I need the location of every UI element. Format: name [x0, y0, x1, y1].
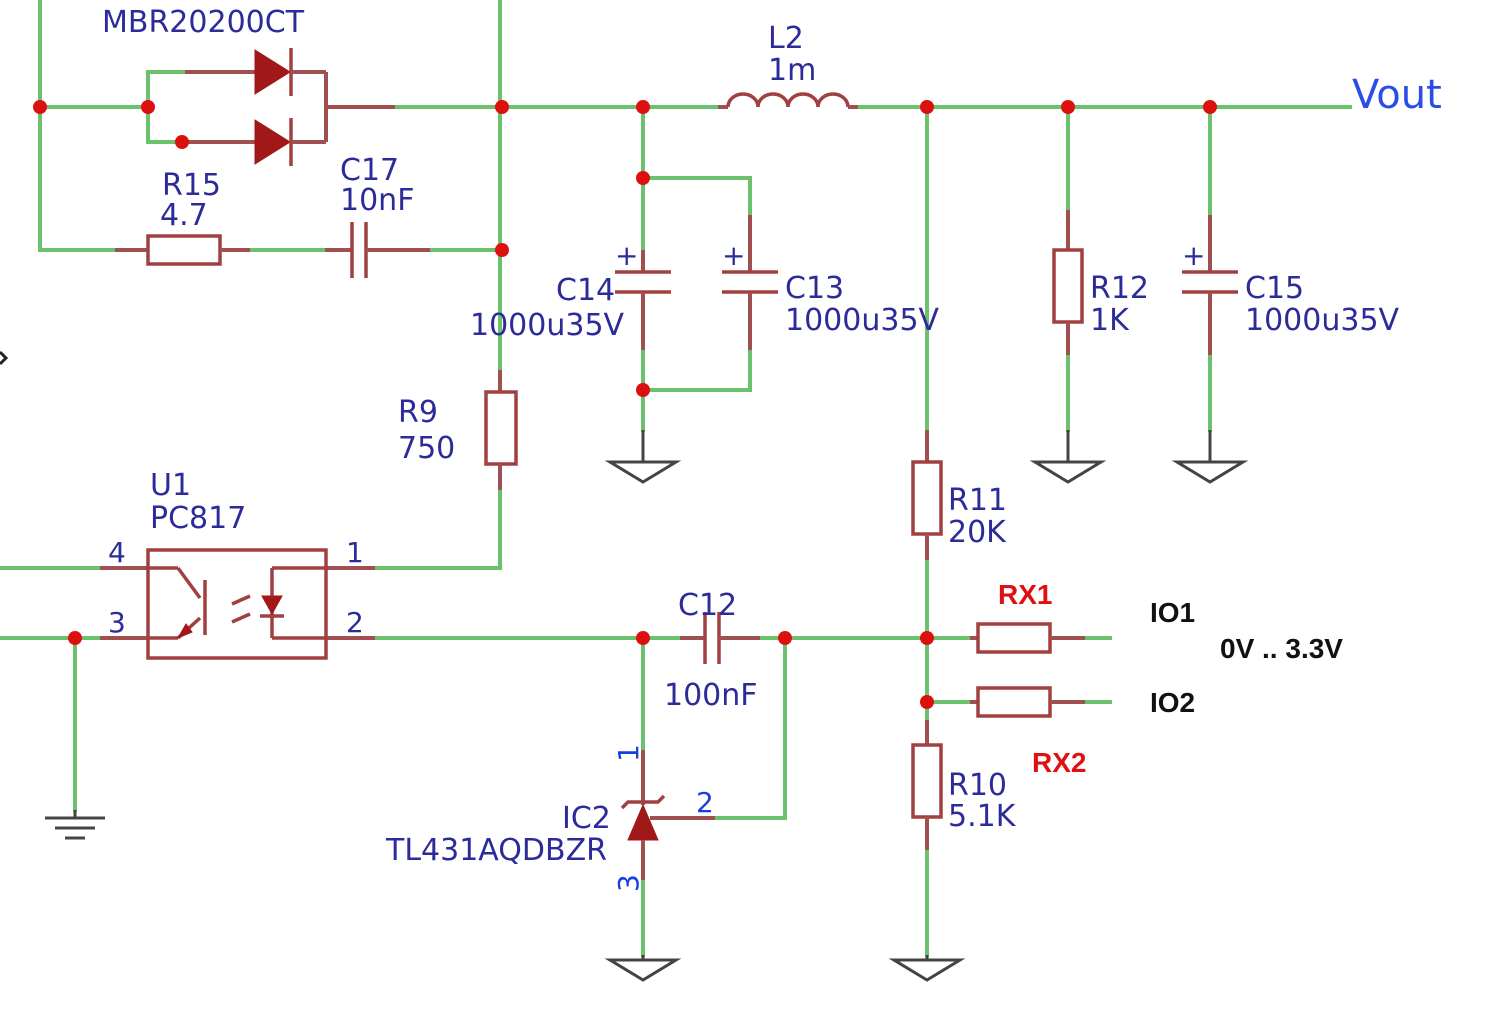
resistor-rx1 [970, 622, 1085, 654]
l2-value-label: 1m [768, 53, 816, 88]
shunt-regulator-ic2 [620, 750, 715, 880]
u1-name-label: U1 [150, 468, 191, 503]
c17-value-label: 10nF [340, 183, 414, 218]
u1-pin2-label: 2 [346, 606, 364, 639]
r9-value-label: 750 [398, 431, 455, 466]
c15-value-label: 1000u35V [1245, 303, 1400, 338]
ground-ic2 [604, 955, 682, 982]
ground-r10 [888, 955, 966, 982]
ic2-pin3-label: 3 [612, 874, 645, 892]
c13-value-label: 1000u35V [785, 303, 940, 338]
capacitor-c14: + [615, 239, 671, 350]
wires [0, 0, 1352, 957]
edge-arrow-icon [0, 350, 9, 366]
r9-name-label: R9 [398, 395, 438, 430]
capacitor-c17 [325, 222, 430, 278]
voltage-range-label: 0V .. 3.3V [1220, 633, 1343, 664]
r10-name-label: R10 [948, 768, 1007, 803]
resistor-r9 [484, 370, 518, 490]
io1-label: IO1 [1150, 597, 1195, 628]
r15-value-label: 4.7 [160, 198, 208, 233]
rx2-label: RX2 [1032, 747, 1086, 778]
c13-plus-icon: + [722, 239, 745, 272]
c15-name-label: C15 [1245, 271, 1304, 306]
io2-label: IO2 [1150, 687, 1195, 718]
r15-name-label: R15 [162, 168, 221, 203]
capacitor-c12 [680, 612, 760, 664]
r11-name-label: R11 [948, 483, 1007, 518]
r12-value-label: 1K [1090, 303, 1130, 338]
r12-name-label: R12 [1090, 271, 1149, 306]
l2-name-label: L2 [768, 21, 804, 56]
u1-pin4-label: 4 [108, 536, 126, 569]
d1-value-label: MBR20200CT [102, 5, 305, 40]
c17-name-label: C17 [340, 153, 399, 188]
ic2-name-label: IC2 [562, 801, 611, 836]
resistor-rx2 [970, 686, 1085, 718]
ground-c14 [604, 430, 682, 484]
ground-c15 [1171, 430, 1249, 484]
vout-label: Vout [1352, 72, 1442, 118]
ground-r12 [1029, 430, 1107, 484]
capacitor-c13: + [722, 215, 778, 350]
c15-plus-icon: + [1182, 239, 1205, 272]
c14-plus-icon: + [615, 239, 638, 272]
ic2-value-label: TL431AQDBZR [385, 833, 607, 868]
ic2-pin2-label: 2 [696, 786, 714, 819]
optocoupler-u1 [100, 548, 375, 660]
c14-name-label: C14 [556, 273, 615, 308]
ic2-pin1-label: 1 [612, 744, 645, 762]
c12-value-label: 100nF [664, 678, 758, 713]
c12-name-label: C12 [678, 588, 737, 623]
resistor-r15 [115, 234, 250, 266]
junctions [33, 100, 1217, 709]
rx1-label: RX1 [998, 579, 1052, 610]
diode-d1 [185, 48, 395, 166]
inductor-l2 [718, 92, 858, 109]
c14-value-label: 1000u35V [470, 308, 625, 343]
u1-pin3-label: 3 [108, 606, 126, 639]
u1-pin1-label: 1 [346, 536, 364, 569]
r11-value-label: 20K [948, 515, 1007, 550]
c13-name-label: C13 [785, 271, 844, 306]
resistor-r10 [911, 720, 943, 850]
capacitor-c15: + [1182, 215, 1238, 355]
resistor-r11 [911, 430, 943, 560]
resistor-r12 [1052, 210, 1084, 355]
r10-value-label: 5.1K [948, 799, 1017, 834]
u1-value-label: PC817 [150, 501, 246, 536]
chassis-ground [45, 810, 105, 840]
